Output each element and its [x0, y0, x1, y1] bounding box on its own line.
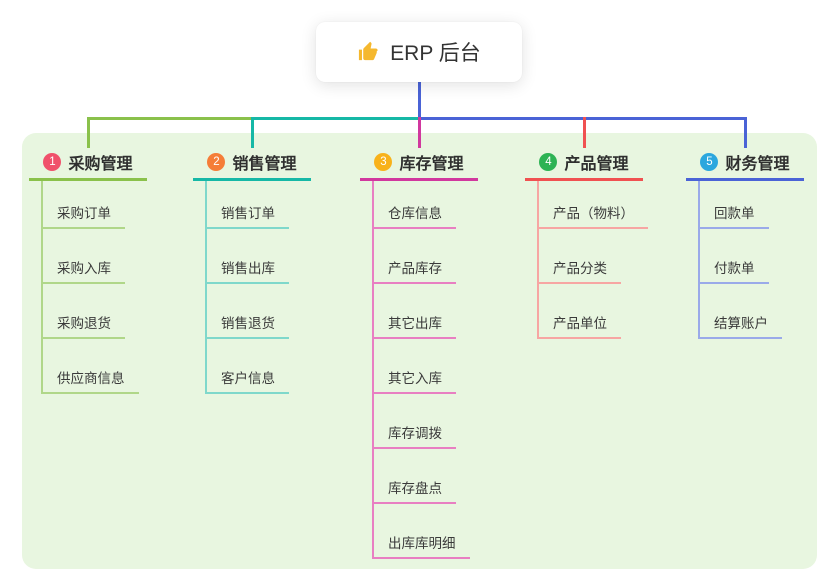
- branch-child-connector-line: [41, 181, 43, 394]
- branch-child-connector-line: [698, 181, 700, 339]
- child-node[interactable]: 采购订单: [41, 181, 125, 229]
- branch-label: 采购管理: [68, 156, 133, 173]
- connector-branch-drop: [582, 117, 586, 148]
- branch-number-badge: 2: [207, 153, 226, 171]
- branch-children: 采购订单 采购入库 采购退货 供应商信息: [41, 181, 139, 394]
- branch-title[interactable]: 5 财务管理: [686, 146, 804, 181]
- child-node[interactable]: 回款单: [698, 181, 769, 229]
- branch-number-badge: 1: [43, 153, 62, 171]
- child-node[interactable]: 付款单: [698, 229, 769, 284]
- root-label: ERP 后台: [390, 42, 481, 65]
- branch-title[interactable]: 1 采购管理: [29, 146, 147, 181]
- child-node[interactable]: 客户信息: [205, 339, 289, 394]
- child-node[interactable]: 其它入库: [372, 339, 456, 394]
- child-node[interactable]: 销售退货: [205, 284, 289, 339]
- branch-children: 仓库信息 产品库存 其它出库 其它入库 库存调拨 库存盘点 出库库明细: [372, 181, 470, 559]
- connector-bus-segment-green: [86, 117, 253, 120]
- branch-title[interactable]: 4 产品管理: [525, 146, 643, 181]
- branch-label: 库存管理: [399, 156, 464, 173]
- branch-number-badge: 4: [539, 153, 558, 171]
- branch-label: 产品管理: [564, 156, 629, 173]
- branch-label: 销售管理: [232, 156, 297, 173]
- child-node[interactable]: 采购退货: [41, 284, 125, 339]
- branch-title[interactable]: 3 库存管理: [360, 146, 478, 181]
- connector-bus-segment-teal: [252, 117, 419, 120]
- child-node[interactable]: 供应商信息: [41, 339, 139, 394]
- child-node[interactable]: 库存盘点: [372, 449, 456, 504]
- child-node[interactable]: 库存调拨: [372, 394, 456, 449]
- branch-number-badge: 5: [700, 153, 719, 171]
- branch-number-badge: 3: [374, 153, 393, 171]
- child-node[interactable]: 出库库明细: [372, 504, 470, 559]
- branch-child-connector-line: [537, 181, 539, 339]
- child-node[interactable]: 销售出库: [205, 229, 289, 284]
- connector-branch-drop: [250, 117, 254, 148]
- thumbs-up-icon: [357, 41, 380, 64]
- branch-children: 产品（物料） 产品分类 产品单位: [537, 181, 648, 339]
- branch-child-connector-line: [372, 181, 374, 559]
- child-node[interactable]: 产品单位: [537, 284, 621, 339]
- child-node[interactable]: 采购入库: [41, 229, 125, 284]
- connector-root-drop: [417, 82, 421, 120]
- branch-children: 回款单 付款单 结算账户: [698, 181, 782, 339]
- branch-children: 销售订单 销售出库 销售退货 客户信息: [205, 181, 289, 394]
- child-node[interactable]: 其它出库: [372, 284, 456, 339]
- branches-panel: [22, 133, 817, 569]
- branch-title[interactable]: 2 销售管理: [193, 146, 311, 181]
- child-node[interactable]: 仓库信息: [372, 181, 456, 229]
- connector-branch-drop: [743, 117, 747, 148]
- child-node[interactable]: 产品（物料）: [537, 181, 648, 229]
- child-node[interactable]: 销售订单: [205, 181, 289, 229]
- child-node[interactable]: 结算账户: [698, 284, 782, 339]
- branch-child-connector-line: [205, 181, 207, 394]
- child-node[interactable]: 产品库存: [372, 229, 456, 284]
- connector-branch-drop: [86, 117, 90, 148]
- branch-label: 财务管理: [725, 156, 790, 173]
- child-node[interactable]: 产品分类: [537, 229, 621, 284]
- connector-branch-drop: [417, 117, 421, 148]
- root-node[interactable]: ERP 后台: [316, 22, 522, 82]
